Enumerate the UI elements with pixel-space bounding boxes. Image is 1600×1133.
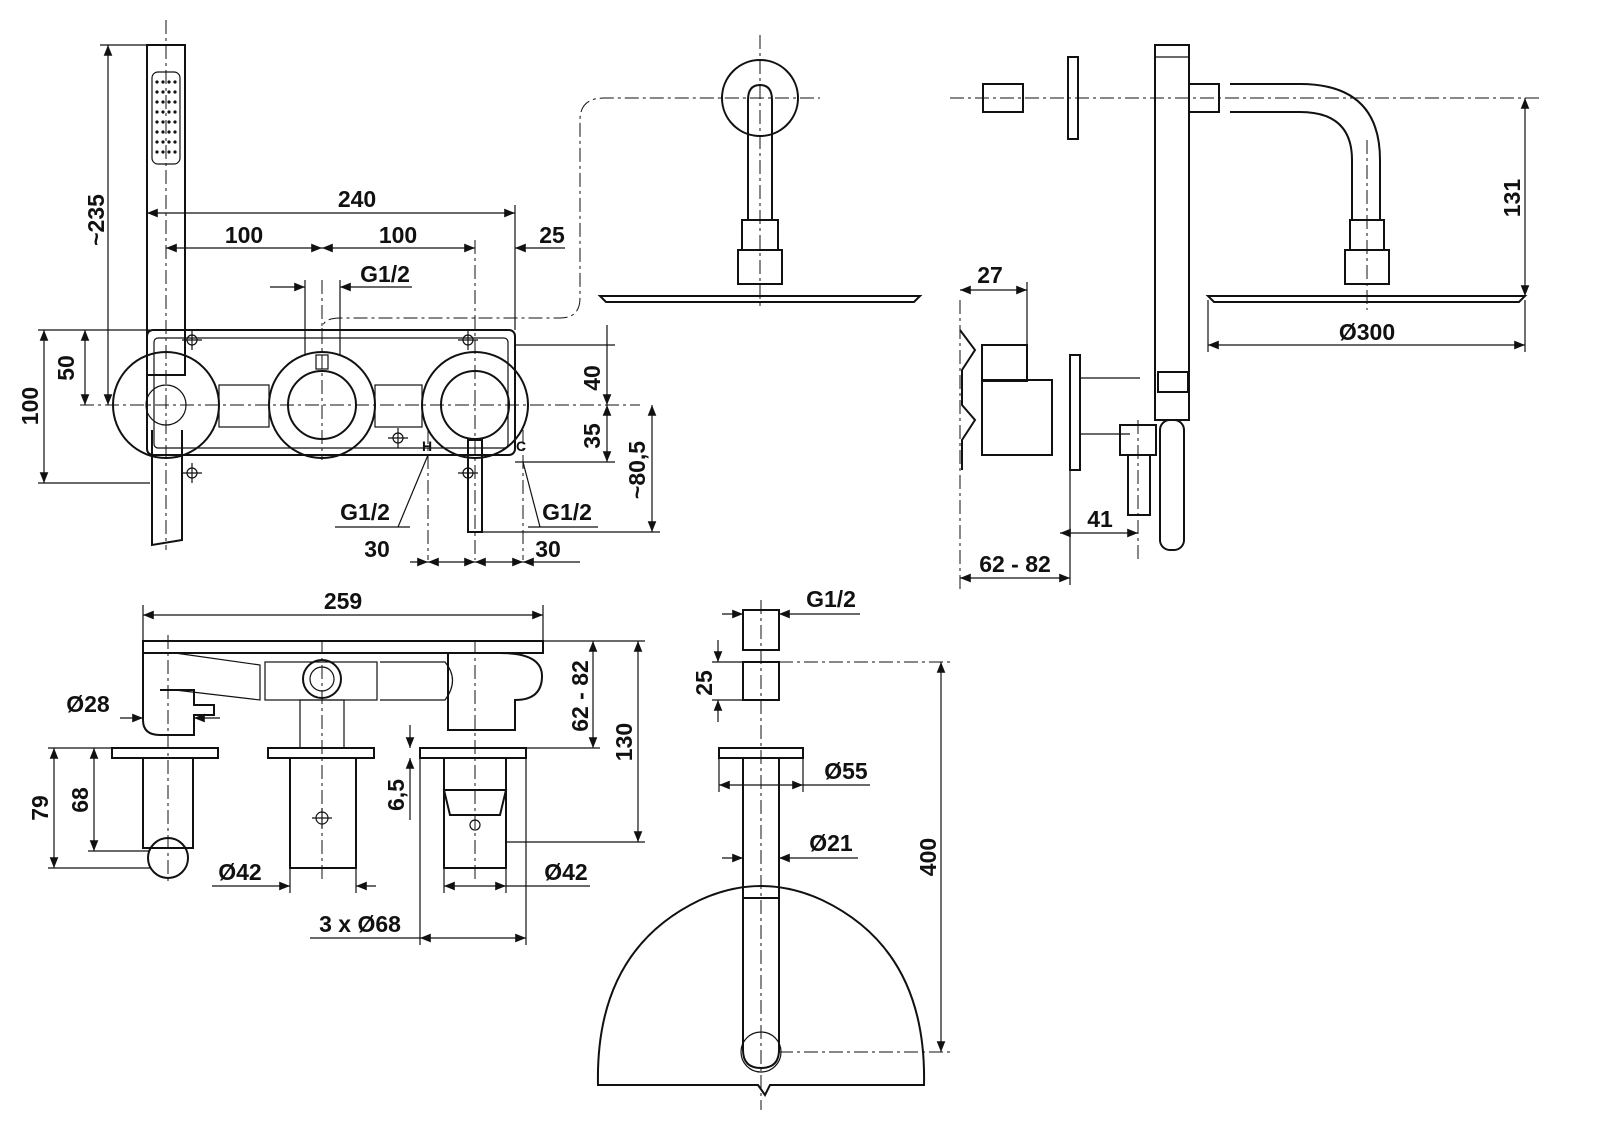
dim-bracket-79: 79 — [27, 795, 53, 821]
dim-total-width: 240 — [338, 186, 376, 212]
dim-arm-thread: G1/2 — [806, 586, 856, 612]
dim-knob-left: Ø42 — [218, 859, 261, 885]
dim-wall-range: 62 - 82 — [979, 551, 1051, 577]
dim-height-total: 100 — [17, 387, 43, 425]
cold-mark: C — [516, 438, 526, 454]
dim-offset-right: 25 — [539, 222, 565, 248]
dim-inlet-left: G1/2 — [340, 499, 390, 525]
dim-bracket-68: 68 — [67, 787, 93, 813]
dim-arm-nut: 25 — [691, 670, 717, 696]
hot-mark: H — [422, 438, 432, 454]
mixer-plate — [146, 329, 516, 456]
dim-inlet-right: G1/2 — [542, 499, 592, 525]
dim-top-connection: G1/2 — [360, 261, 410, 287]
dim-knob-right: Ø42 — [544, 859, 587, 885]
dim-rosettes: 3 x Ø68 — [319, 911, 401, 937]
top-view: 259 Ø28 62 - 82 130 79 68 6,5 Ø42 — [27, 588, 645, 945]
dim-outlet-depth: 41 — [1087, 506, 1113, 532]
dim-arm-height: 131 — [1499, 179, 1525, 218]
dim-inlet-offset-right: 30 — [535, 536, 561, 562]
dim-handle-diameter: Ø28 — [66, 691, 110, 717]
dim-head-diameter: Ø300 — [1339, 319, 1395, 345]
dim-arm-length: 400 — [915, 838, 941, 876]
dim-body-depth: 27 — [977, 262, 1003, 288]
dim-box-width: 259 — [324, 588, 362, 614]
dim-depth-total: 130 — [611, 723, 637, 761]
dim-outlet-below: 35 — [579, 423, 605, 449]
dim-plate-6-5: 6,5 — [383, 779, 409, 811]
dim-outlet-above: 40 — [579, 365, 605, 391]
dim-handshower-length: ~235 — [83, 194, 109, 246]
dim-arm-flange: Ø55 — [824, 758, 868, 784]
hand-shower — [146, 20, 186, 550]
dim-arm-pipe: Ø21 — [809, 830, 853, 856]
front-view: H C ~235 240 100 100 25 G1/2 100 50 — [17, 20, 760, 567]
side-view: 131 Ø300 27 41 62 - 82 — [950, 44, 1540, 590]
dim-spacing-right: 100 — [379, 222, 417, 248]
dim-spacing-left: 100 — [225, 222, 263, 248]
head-front-view — [597, 35, 923, 310]
dim-depth-range: 62 - 82 — [567, 660, 593, 732]
dim-inlet-offset-left: 30 — [364, 536, 390, 562]
dim-height-upper: 50 — [53, 355, 79, 381]
arm-view: G1/2 25 Ø55 Ø21 400 — [596, 586, 950, 1110]
dim-spout-depth: ~80,5 — [624, 441, 650, 499]
